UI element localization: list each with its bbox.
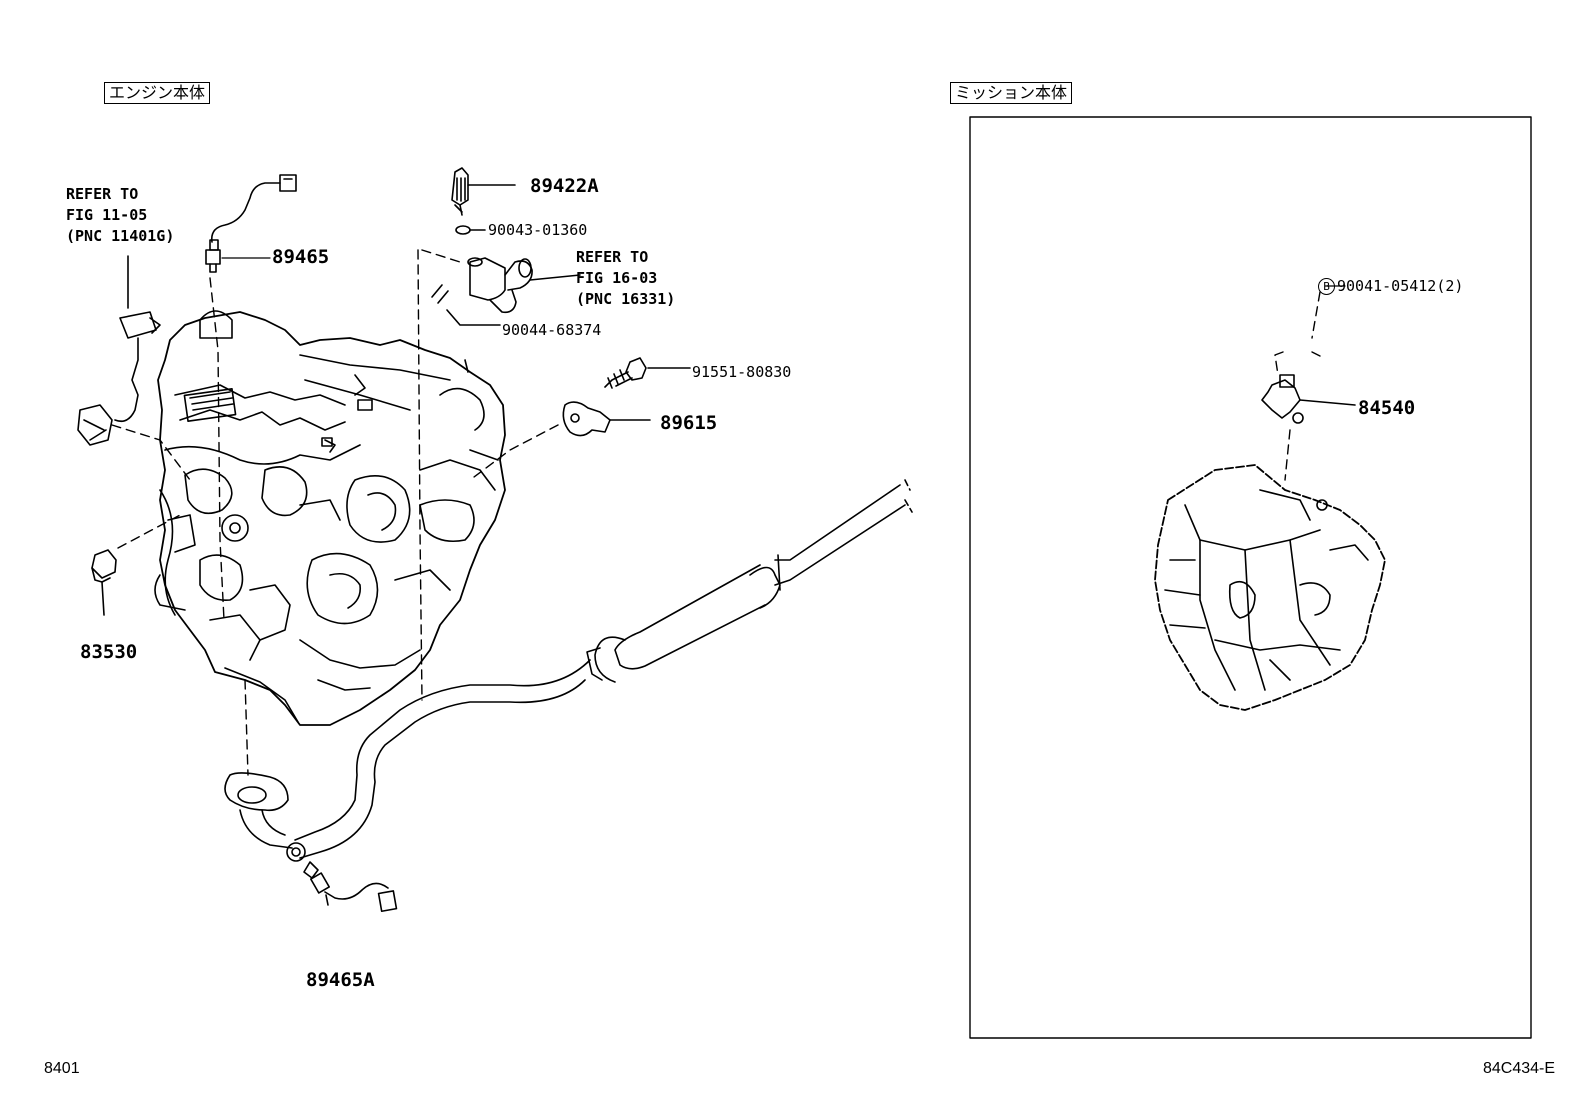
transmission-section-label: ミッション本体 — [950, 82, 1073, 104]
part-number-83530: 83530 — [80, 641, 138, 663]
bolt-and-cam-sensor — [562, 357, 691, 437]
callout-b-marker: B — [1318, 278, 1335, 295]
transmission-body — [1154, 464, 1386, 711]
part-number-89422A: 89422A — [530, 175, 599, 197]
part-number-90044-68374: 90044-68374 — [502, 321, 602, 339]
part-number-89465A: 89465A — [306, 969, 375, 991]
oxygen-sensor-lower — [303, 861, 398, 913]
part-number-90043-01360: 90043-01360 — [488, 221, 588, 239]
part-number-90041-text: 90041-05412(2) — [1337, 277, 1464, 295]
engine-section-label: エンジン本体 — [104, 82, 211, 104]
speed-sensor — [1261, 374, 1356, 424]
part-number-91551-80830: 91551-80830 — [692, 363, 792, 381]
engine-block — [154, 310, 506, 726]
crank-sensor-left — [77, 255, 161, 446]
part-number-89465: 89465 — [272, 246, 330, 268]
transmission-frame — [969, 116, 1532, 1039]
leader-lines — [221, 257, 1346, 287]
water-outlet-assembly — [431, 167, 581, 326]
footer-figure-code: 84C434-E — [1483, 1060, 1556, 1077]
oxygen-sensor-upper — [205, 174, 297, 273]
exhaust-system — [224, 479, 913, 862]
footer-page-code: 8401 — [44, 1060, 80, 1077]
reference-note-fig-16-03: REFER TO FIG 16-03 (PNC 16331) — [576, 248, 676, 308]
part-number-84540: 84540 — [1358, 397, 1416, 419]
oil-pressure-switch — [91, 549, 117, 616]
phantom-lines — [111, 249, 1321, 776]
reference-note-fig-11-05: REFER TO FIG 11-05 (PNC 11401G) — [66, 185, 175, 245]
part-number-89615: 89615 — [660, 412, 718, 434]
